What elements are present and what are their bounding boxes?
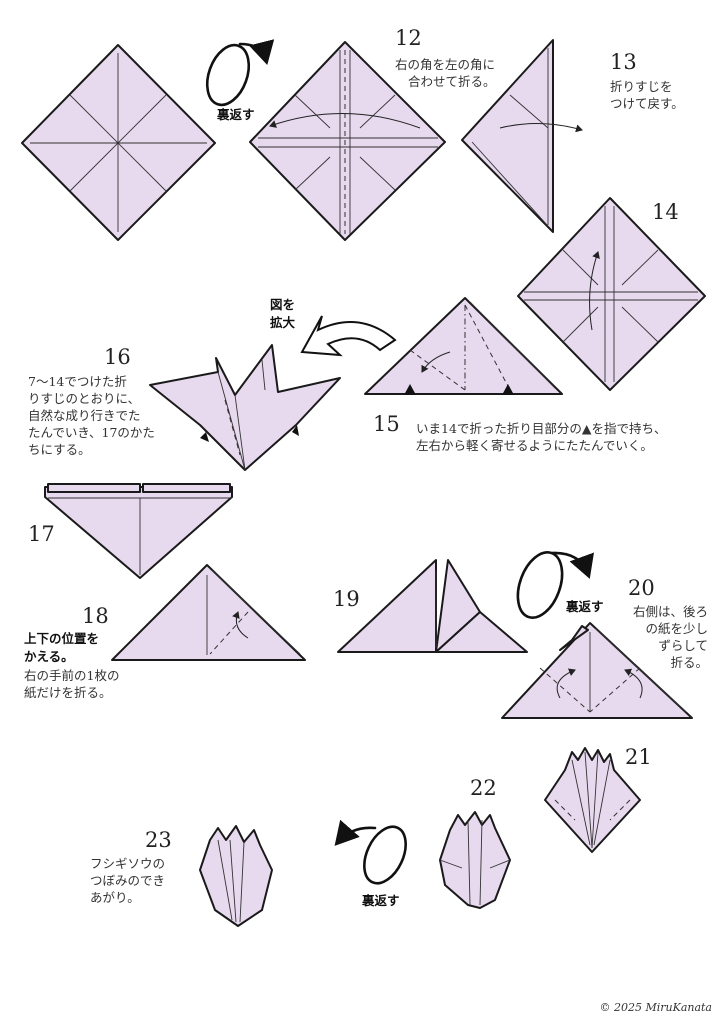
step-20-number: 20 bbox=[628, 576, 655, 600]
text-line: 折る。 bbox=[670, 655, 708, 670]
text-line: つぼみのでき bbox=[90, 873, 166, 888]
flip-label-2: 裏返す bbox=[566, 599, 604, 614]
text-line: 折りすじを bbox=[610, 79, 673, 94]
text-line: 図を bbox=[270, 297, 296, 312]
flip-label-1: 裏返す bbox=[217, 107, 255, 122]
text-line: たんでいき、17のかた bbox=[28, 425, 155, 440]
step-15-number: 15 bbox=[373, 412, 400, 436]
step-14-number: 14 bbox=[652, 200, 679, 224]
text-line: 左右から軽く寄せるようにたたんでいく。 bbox=[416, 438, 653, 453]
step-12-text: 右の角を左の角に 合わせて折る。 bbox=[395, 56, 496, 90]
step-23-text: フシギソウの つぼみのでき あがり。 bbox=[90, 855, 165, 906]
step-21-diagram bbox=[544, 747, 641, 853]
text-line: 右の手前の1枚の bbox=[24, 668, 120, 683]
flip-arrow-3 bbox=[334, 819, 407, 885]
step-23-number: 23 bbox=[145, 828, 172, 852]
step-18-diagram bbox=[111, 564, 306, 661]
text-line: 右側は、後ろ bbox=[632, 604, 708, 619]
step-22-number: 22 bbox=[470, 776, 497, 800]
text-line: 紙だけを折る。 bbox=[24, 685, 112, 700]
text-line: あがり。 bbox=[90, 890, 140, 905]
step-16-number: 16 bbox=[104, 345, 131, 369]
step-15-text: いま14で折った折り目部分の▲を指で持ち、 左右から軽く寄せるようにたたんでいく… bbox=[416, 420, 667, 454]
step-13-number: 13 bbox=[610, 50, 637, 74]
step-12-number: 12 bbox=[395, 26, 422, 50]
step-21-number: 21 bbox=[625, 745, 652, 769]
step-13-diagram bbox=[461, 39, 583, 233]
zoom-label: 図を 拡大 bbox=[270, 296, 295, 332]
text-line: の紙を少し bbox=[645, 621, 708, 636]
step-13-text: 折りすじを つけて戻す。 bbox=[610, 78, 684, 112]
step-23-diagram bbox=[199, 825, 273, 927]
step-20-text: 右側は、後ろ の紙を少し ずらして 折る。 bbox=[628, 603, 708, 671]
step-19-number: 19 bbox=[333, 587, 360, 611]
zoom-arrow bbox=[300, 315, 397, 357]
text-line: かえる。 bbox=[24, 649, 74, 664]
step-16-text: 7〜14でつけた折 りすじのとおりに、 自然な成り行きでた たんでいき、17のか… bbox=[28, 373, 155, 458]
text-line: 合わせて折る。 bbox=[408, 74, 496, 89]
copyright: © 2025 MiruKanata bbox=[599, 1001, 712, 1014]
flip-arrow-1 bbox=[205, 39, 275, 107]
text-line: 右の角を左の角に bbox=[395, 57, 496, 72]
text-line: いま14で折った折り目部分の▲を指で持ち、 bbox=[416, 421, 667, 436]
step-20-diagram bbox=[501, 622, 693, 719]
text-line: 拡大 bbox=[270, 315, 296, 330]
step-15-diagram bbox=[364, 297, 563, 395]
flip-label-3: 裏返す bbox=[362, 893, 400, 908]
text-line: 自然な成り行きでた bbox=[28, 408, 141, 423]
text-line: フシギソウの bbox=[90, 856, 166, 871]
step-18-text: 右の手前の1枚の 紙だけを折る。 bbox=[24, 667, 119, 701]
text-line: つけて戻す。 bbox=[610, 96, 684, 111]
text-line: 上下の位置を bbox=[24, 631, 100, 646]
text-line: ちにする。 bbox=[28, 442, 91, 457]
step-18-number: 18 bbox=[82, 604, 109, 628]
text-line: りすじのとおりに、 bbox=[28, 391, 141, 406]
step-14-diagram bbox=[517, 197, 706, 391]
step-17-number: 17 bbox=[28, 522, 55, 546]
base-square-diagram bbox=[21, 44, 216, 241]
step-16-diagram bbox=[149, 344, 341, 471]
text-line: 7〜14でつけた折 bbox=[28, 374, 127, 389]
step-17-diagram bbox=[44, 483, 233, 579]
step-19-diagram bbox=[337, 559, 528, 653]
flip-arrow-2 bbox=[516, 551, 594, 619]
step-12-diagram bbox=[249, 41, 446, 241]
step-22-diagram bbox=[439, 811, 511, 909]
text-line: ずらして bbox=[658, 638, 708, 653]
step-18-bold-text: 上下の位置を かえる。 bbox=[24, 630, 99, 666]
